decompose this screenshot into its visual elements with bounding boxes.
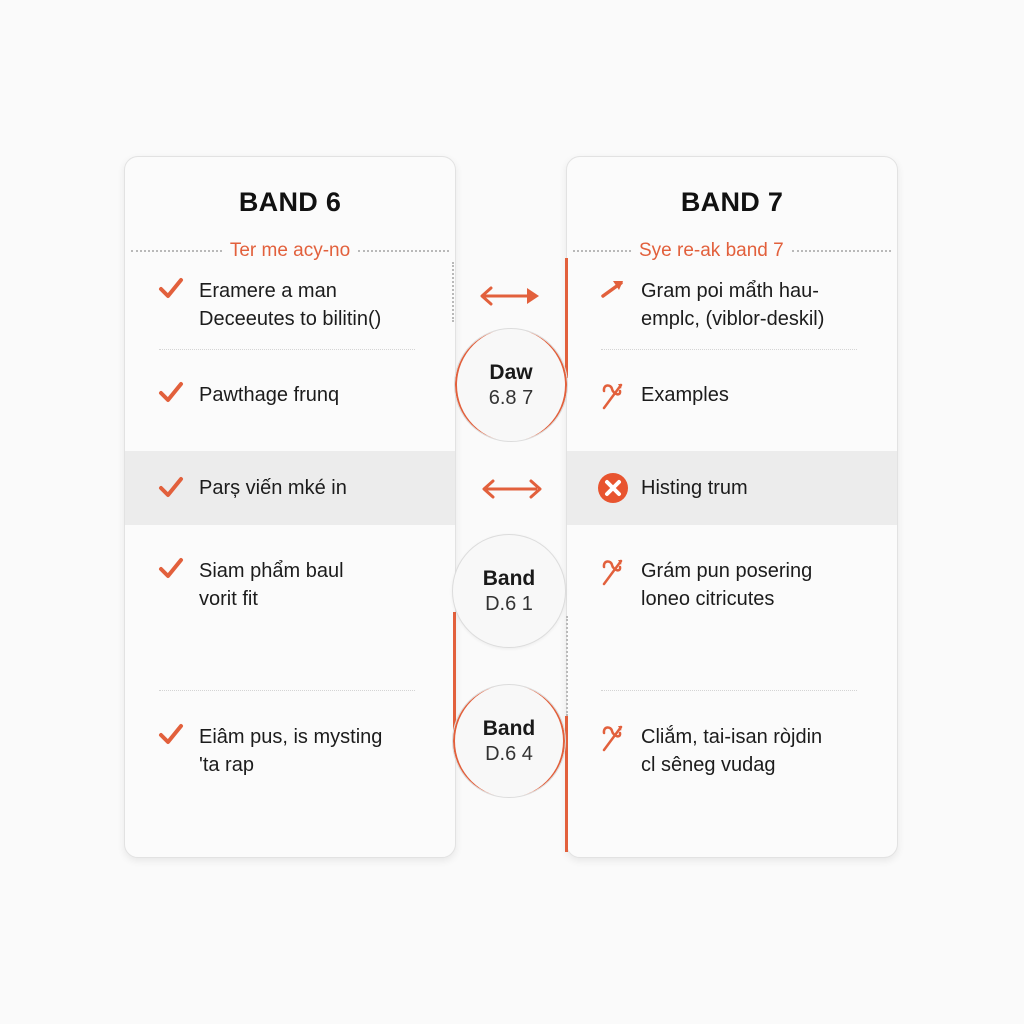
list-item: Eiâm pus, is mysting 'ta rap [125,723,455,779]
check-icon [151,277,191,301]
crossed-pen-icon [593,557,633,587]
list-item: Grám pun posering loneo citricutes [567,557,897,613]
item-text: Cliắm, tai-isan ròjdin [641,726,823,748]
item-text: Examples [641,384,729,406]
badge-label: Daw [489,360,533,384]
item-text: loneo citricutes [641,588,775,610]
item-text: Parș viến mké in [199,477,347,499]
band-6-subheading: Ter me acy-no [131,240,449,262]
band-badge: Band D.6 4 [452,684,566,798]
crossed-pen-icon [593,381,633,411]
item-text: Deceeutes to bilitin() [199,308,382,330]
divider [159,349,415,350]
accent-connector [565,716,568,852]
list-item: Pawthage frunq [125,381,455,409]
item-text: cl sêneg vudag [641,754,776,776]
list-item: Siam phẩm baul vorit fit [125,557,455,613]
item-text: Pawthage frunq [199,384,340,406]
band-badge: Band D.6 1 [452,534,566,648]
check-icon [151,476,191,500]
badge-value: D.6 1 [485,592,533,615]
divider [159,690,415,691]
dotted-rule [573,250,631,252]
band-7-subheading: Sye re-ak band 7 [573,240,891,262]
item-text: Histing trum [641,477,748,499]
x-circle-icon [593,472,633,504]
item-text: Grám pun posering [641,560,813,582]
badge-value: 6.8 7 [488,386,534,409]
item-text: vorit fit [199,588,258,610]
item-text: Siam phẩm baul [199,560,344,582]
subheading-label: Ter me acy-no [229,240,351,261]
subheading-label: Sye re-ak band 7 [639,240,784,261]
list-item: Cliắm, tai-isan ròjdin cl sêneg vudag [567,723,897,779]
dotted-connector [452,262,454,322]
item-text: Eiâm pus, is mysting [199,726,383,748]
band-6-title: BAND 6 [238,187,342,217]
dotted-connector [566,616,568,716]
dotted-rule [358,250,449,252]
check-icon [151,557,191,581]
divider [601,349,857,350]
crossed-pen-icon [593,723,633,753]
list-item-highlighted: Parș viến mké in [125,451,455,525]
item-text: emplc, (viblor-deskil) [641,308,825,330]
item-text: Eramere a man [199,280,337,302]
check-icon [151,381,191,405]
dotted-rule [791,250,891,252]
accent-connector [453,612,456,742]
band-7-card: BAND 7 Sye re-ak band 7 Gram poi mẩth ha… [566,156,898,858]
band-badge: Daw 6.8 7 [454,328,568,442]
badge-label: Band [482,716,536,740]
list-item: Gram poi mẩth hau-emplc, (viblor-deskil) [567,277,897,333]
arrow-up-right-icon [593,277,633,301]
dotted-rule [131,250,222,252]
badge-label: Band [482,566,536,590]
double-arrow-icon [479,284,541,313]
divider [601,690,857,691]
accent-connector [565,258,568,378]
double-arrow-icon [481,477,543,506]
item-text: 'ta rap [199,754,254,776]
list-item: Examples [567,381,897,411]
check-icon [151,723,191,747]
item-text: Gram poi mẩth hau- [641,280,819,302]
band-7-title: BAND 7 [680,187,784,217]
badge-value: D.6 4 [485,742,533,765]
list-item-highlighted: Histing trum [567,451,897,525]
